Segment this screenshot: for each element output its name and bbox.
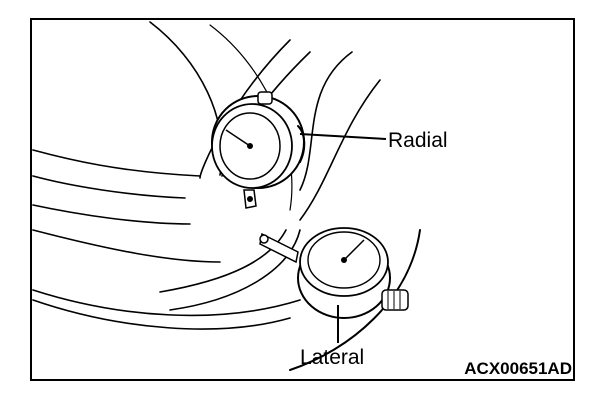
figure-code-label: ACX00651AD (464, 359, 572, 378)
radial-dial-indicator (211, 91, 306, 209)
radial-leader-line (299, 133, 387, 140)
lateral-dial-indicator (259, 227, 409, 319)
radial-label: Radial (388, 129, 448, 152)
figure-frame (30, 18, 575, 381)
lateral-label: Lateral (300, 346, 364, 369)
tire-outline (32, 21, 421, 371)
